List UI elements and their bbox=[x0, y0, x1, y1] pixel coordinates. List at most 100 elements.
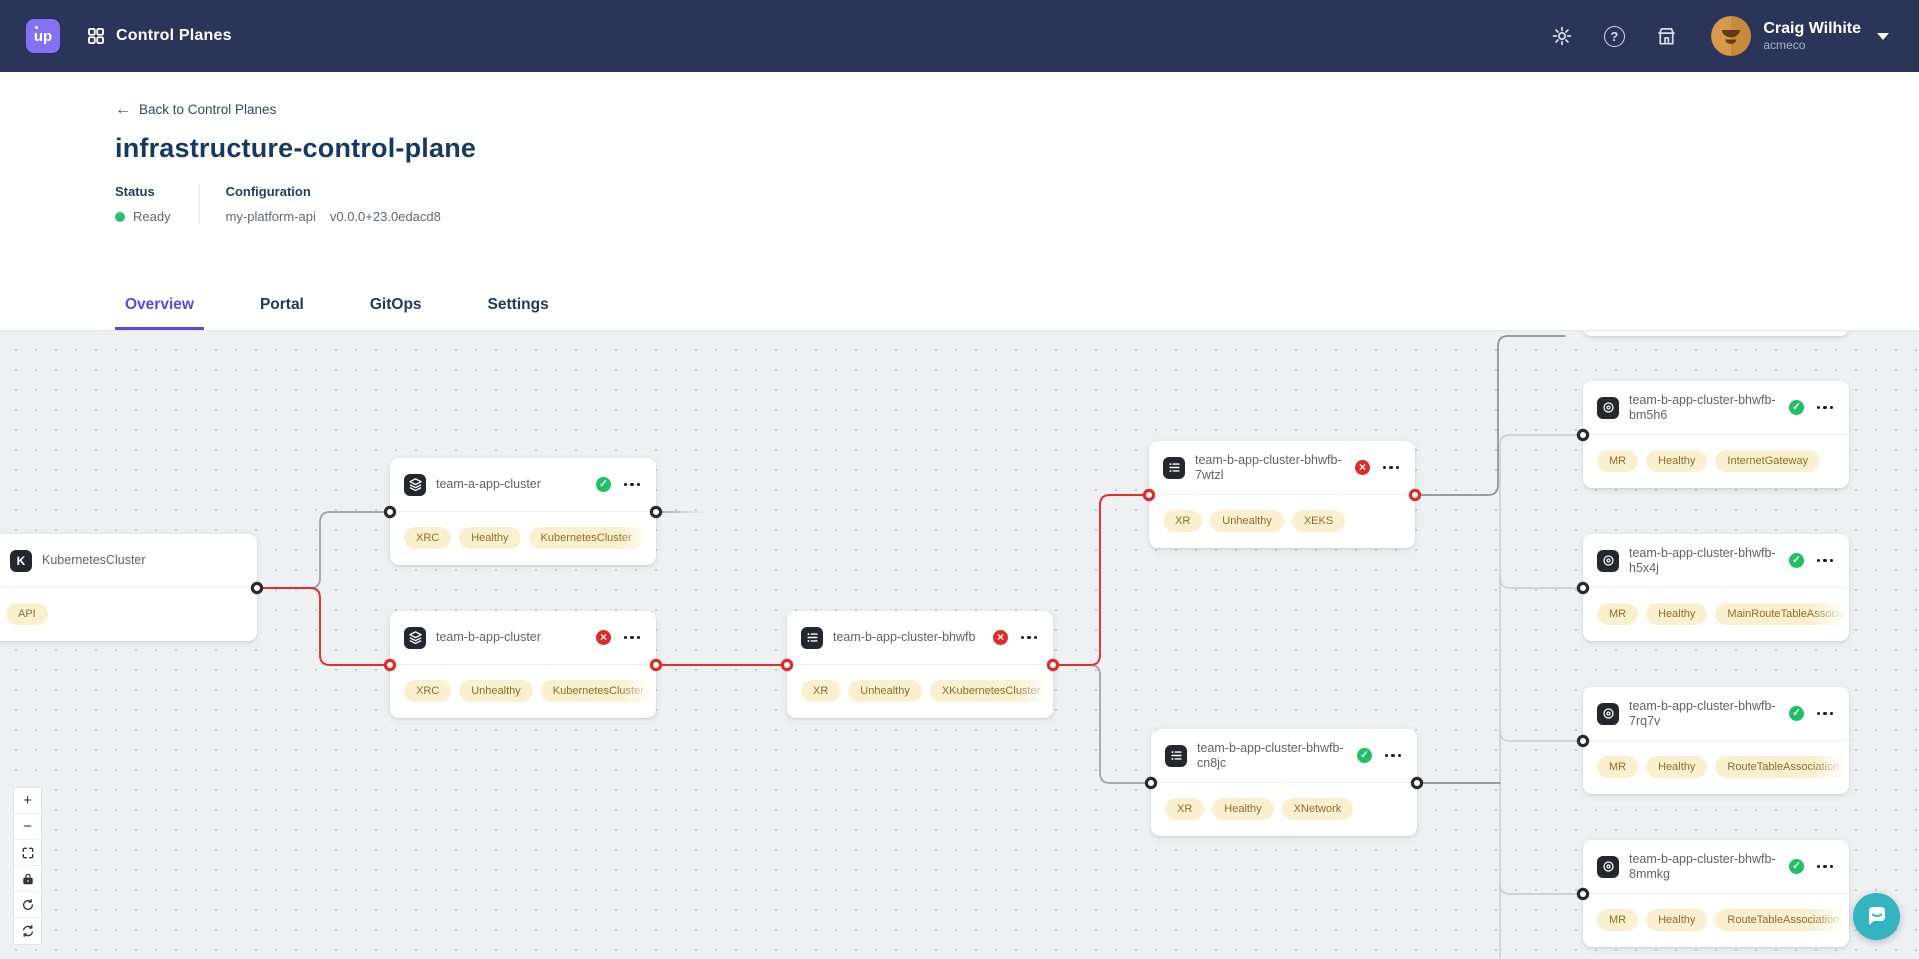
user-menu[interactable]: Craig Wilhite acmeco bbox=[1711, 16, 1889, 56]
node-title: team-b-app-cluster-bhwfb-8mmkg bbox=[1629, 851, 1776, 881]
status-icon bbox=[1789, 706, 1804, 721]
node-badge: Unhealthy bbox=[459, 680, 533, 702]
nav-title: Control Planes bbox=[116, 27, 232, 44]
node-title: team-b-app-cluster bbox=[436, 630, 541, 644]
tab-settings[interactable]: Settings bbox=[478, 296, 559, 330]
graph-edge bbox=[1052, 494, 1150, 666]
target-icon bbox=[1597, 855, 1619, 878]
marketplace-icon[interactable] bbox=[1653, 23, 1679, 49]
graph-node[interactable]: team-b-app-cluster-bhwfb-bm5h6 MR Health… bbox=[1583, 381, 1849, 488]
node-title: team-a-app-cluster bbox=[436, 477, 541, 491]
graph-node-partial[interactable] bbox=[1583, 331, 1849, 336]
graph-node[interactable]: K KubernetesCluster API bbox=[0, 534, 257, 641]
configuration-name[interactable]: my-platform-api bbox=[225, 209, 316, 224]
layers-icon bbox=[404, 626, 426, 649]
graph-node[interactable]: team-b-app-cluster-bhwfb XR Unhealthy XK… bbox=[787, 611, 1053, 718]
configuration-block: Configuration my-platform-api v0.0.0+23.… bbox=[198, 184, 469, 224]
graph-node[interactable]: team-b-app-cluster-bhwfb-h5x4j MR Health… bbox=[1583, 534, 1849, 641]
back-arrow-icon: ← bbox=[115, 101, 131, 118]
node-badge: XNetwork bbox=[1281, 798, 1354, 820]
node-badge: MR bbox=[1597, 450, 1639, 472]
node-menu-button[interactable] bbox=[1814, 398, 1836, 418]
node-badge: KubernetesCluster bbox=[540, 680, 656, 702]
help-icon[interactable]: ? bbox=[1601, 23, 1627, 49]
node-badge: API bbox=[6, 603, 48, 625]
node-badge: Unhealthy bbox=[848, 680, 922, 702]
tab-gitops[interactable]: GitOps bbox=[360, 296, 432, 330]
target-icon bbox=[1597, 396, 1619, 419]
graph-node[interactable]: team-b-app-cluster XRC Unhealthy Kuberne… bbox=[390, 611, 656, 718]
sync-button[interactable] bbox=[14, 918, 41, 944]
lock-button[interactable] bbox=[14, 866, 41, 892]
settings-gear-icon[interactable] bbox=[1549, 23, 1575, 49]
node-badge: Healthy bbox=[1212, 798, 1274, 820]
kubernetes-icon: K bbox=[10, 549, 32, 572]
zoom-in-button[interactable]: + bbox=[14, 788, 41, 814]
node-title: team-b-app-cluster-bhwfb-7wtzl bbox=[1195, 452, 1342, 482]
fit-view-button[interactable] bbox=[14, 840, 41, 866]
target-icon bbox=[1597, 702, 1619, 725]
chevron-down-icon[interactable] bbox=[1877, 32, 1889, 40]
list-icon bbox=[1163, 456, 1185, 479]
node-menu-button[interactable] bbox=[1018, 628, 1040, 648]
node-badge: MR bbox=[1597, 909, 1639, 931]
chat-launcher-button[interactable] bbox=[1853, 893, 1900, 940]
node-badge: Healthy bbox=[1646, 909, 1708, 931]
node-badge: RouteTableAssociation bbox=[1715, 909, 1849, 931]
status-icon bbox=[596, 477, 611, 492]
node-menu-button[interactable] bbox=[1814, 551, 1836, 571]
zoom-out-button[interactable]: − bbox=[14, 814, 41, 840]
graph-node[interactable]: team-a-app-cluster XRC Healthy Kubernete… bbox=[390, 458, 656, 565]
node-badge: XR bbox=[1163, 510, 1203, 532]
node-title: team-b-app-cluster-bhwfb-bm5h6 bbox=[1629, 392, 1776, 422]
graph-edge bbox=[1414, 335, 1566, 496]
configuration-version: v0.0.0+23.0edacd8 bbox=[329, 209, 441, 224]
node-badge: XR bbox=[801, 680, 841, 702]
tab-portal[interactable]: Portal bbox=[250, 296, 314, 330]
graph-node[interactable]: team-b-app-cluster-bhwfb-7wtzl XR Unheal… bbox=[1149, 441, 1415, 548]
node-menu-button[interactable] bbox=[1814, 857, 1836, 877]
graph-edge bbox=[1499, 883, 1584, 895]
node-menu-button[interactable] bbox=[1382, 746, 1404, 766]
graph-edge bbox=[256, 511, 391, 589]
status-dot bbox=[115, 211, 125, 222]
grid-icon bbox=[88, 28, 104, 45]
node-badge: RouteTableAssociation bbox=[1715, 756, 1849, 778]
node-title: team-b-app-cluster-bhwfb-cn8jc bbox=[1197, 740, 1344, 770]
graph-edge bbox=[1499, 730, 1584, 742]
status-icon bbox=[1355, 460, 1370, 475]
canvas-controls: + − bbox=[13, 787, 42, 945]
graph-node[interactable]: team-b-app-cluster-bhwfb-7rq7v MR Health… bbox=[1583, 687, 1849, 794]
rotate-button[interactable] bbox=[14, 892, 41, 918]
graph-edge bbox=[256, 587, 391, 666]
status-icon bbox=[1357, 748, 1372, 763]
node-menu-button[interactable] bbox=[621, 628, 643, 648]
avatar bbox=[1711, 16, 1752, 56]
upbound-logo[interactable]: up bbox=[26, 19, 60, 53]
graph-node[interactable]: team-b-app-cluster-bhwfb-cn8jc XR Health… bbox=[1151, 729, 1417, 836]
graph-edge bbox=[1499, 434, 1584, 959]
resource-graph-canvas[interactable]: K KubernetesCluster API team-a-app-clust… bbox=[0, 330, 1919, 959]
node-title: team-b-app-cluster-bhwfb-7rq7v bbox=[1629, 698, 1776, 728]
status-icon bbox=[1789, 859, 1804, 874]
node-title: KubernetesCluster bbox=[42, 553, 146, 567]
node-menu-button[interactable] bbox=[1814, 704, 1836, 724]
node-menu-button[interactable] bbox=[621, 475, 643, 495]
node-menu-button[interactable] bbox=[1380, 458, 1402, 478]
top-nav: up Control Planes ? bbox=[0, 0, 1919, 72]
node-badge: Healthy bbox=[1646, 450, 1708, 472]
node-badge: XRC bbox=[404, 527, 452, 549]
node-badge: MR bbox=[1597, 756, 1639, 778]
user-name: Craig Wilhite bbox=[1763, 20, 1861, 37]
back-link[interactable]: ← Back to Control Planes bbox=[115, 101, 277, 118]
node-badge: MainRouteTableAssociation bbox=[1715, 603, 1849, 625]
list-icon bbox=[801, 626, 823, 649]
node-badge: MR bbox=[1597, 603, 1639, 625]
status-block: Status Ready bbox=[115, 184, 199, 224]
status-icon bbox=[1789, 400, 1804, 415]
status-label: Status bbox=[115, 184, 155, 199]
layers-icon bbox=[404, 473, 426, 496]
graph-node[interactable]: team-b-app-cluster-bhwfb-8mmkg MR Health… bbox=[1583, 840, 1849, 947]
tab-overview[interactable]: Overview bbox=[115, 296, 204, 330]
node-badge: XRC bbox=[404, 680, 452, 702]
